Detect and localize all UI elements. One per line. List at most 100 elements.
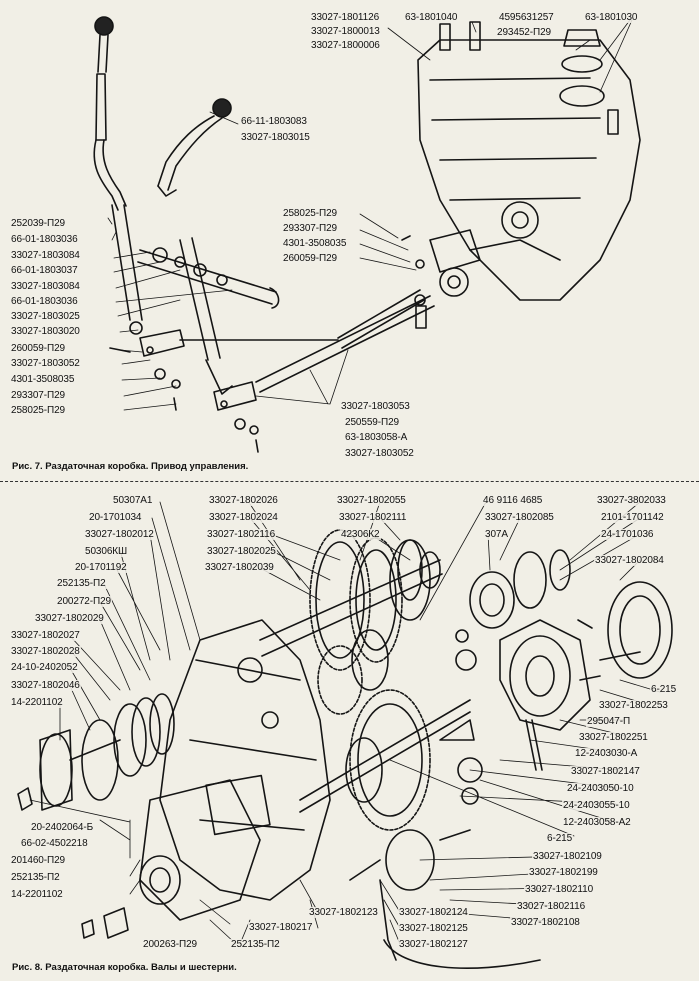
- fig8-label: 252135-П2: [10, 872, 61, 883]
- fig8-label: 46 9116 4685: [482, 495, 544, 506]
- fig8-label: 66-02-4502218: [20, 838, 89, 849]
- fig7-label: 63-1801040: [404, 12, 459, 23]
- fig8-label: 33027-1802029: [34, 613, 105, 624]
- fig8-label: 33027-1802253: [598, 700, 669, 711]
- fig7-label: 33027-1801126: [310, 12, 381, 23]
- fig8-label: 201460-П29: [10, 855, 67, 866]
- fig7-label: 4301-3508035: [10, 374, 76, 385]
- fig8-label: 33027-1802251: [578, 732, 649, 743]
- fig8-label: 33027-1802111: [338, 512, 408, 523]
- fig8-label: 295047-П: [586, 716, 632, 727]
- fig8-label: 24-2403055-10: [562, 800, 631, 811]
- fig8-label: 2101-1701142: [600, 512, 665, 523]
- fig7-label: 33027-1803025: [10, 311, 81, 322]
- fig7-link-rods: [179, 289, 435, 393]
- fig8-label: 33027-1802116: [206, 529, 277, 540]
- fig8-label: 14-2201102: [10, 889, 64, 900]
- fig8-label: 33027-1802147: [570, 766, 641, 777]
- fig7-label: 66-11-1803083: [240, 116, 308, 127]
- fig8-label: 200272-П29: [56, 596, 113, 607]
- fig8-label: 33027-1802055: [336, 495, 407, 506]
- fig8-label: 33027-1802108: [510, 917, 581, 928]
- fig7-clevis-right: [213, 381, 259, 453]
- fig8-label: 33027-1802085: [484, 512, 555, 523]
- fig7-label: 33027-1803052: [344, 448, 415, 459]
- fig8-bearings: [397, 539, 571, 629]
- fig8-label: 33027-1802125: [398, 923, 469, 934]
- fig8-label: 50307А1: [112, 495, 154, 506]
- fig8-countershaft-gears: [299, 629, 471, 831]
- fig7-label: 63-1801030: [584, 12, 639, 23]
- figure-divider: [0, 481, 699, 482]
- fig8-label: 33027-1802024: [208, 512, 279, 523]
- fig8-label: 20-1701192: [74, 562, 128, 573]
- fig7-label: 66-01-1803037: [10, 265, 79, 276]
- fig8-label: 33027-180217: [248, 922, 314, 933]
- fig7-label: 33027-1803053: [340, 401, 411, 412]
- fig8-label: 20-1701034: [88, 512, 143, 523]
- fig8-label: 12-2403030-А: [574, 748, 639, 759]
- fig8-label: 24-1701036: [600, 529, 655, 540]
- fig8-label: 24-10-2402052: [10, 662, 79, 673]
- fig7-label: 252039-П29: [10, 218, 67, 229]
- fig8-label: 33027-1802116: [516, 901, 587, 912]
- fig7-label: 33027-1800006: [310, 40, 381, 51]
- fig8-label: 252135-П2: [56, 578, 107, 589]
- fig7-label: 4595631257: [498, 12, 555, 23]
- fig8-label: 307А: [484, 529, 509, 540]
- fig7-label: 33027-1800013: [310, 26, 381, 37]
- fig7-clevis-left: [109, 329, 185, 411]
- fig7-label: 33027-1803052: [10, 358, 81, 369]
- fig8-label: 33027-1802025: [206, 546, 277, 557]
- fig8-label: 33027-1802110: [524, 884, 595, 895]
- fig7-label: 260059-П29: [282, 253, 339, 264]
- fig7-leader-lines: [107, 19, 633, 411]
- fig7-label: 66-01-1803036: [10, 234, 79, 245]
- figure8-caption: Рис. 8. Раздаточная коробка. Валы и шест…: [12, 962, 237, 973]
- fig8-label: 33027-1802127: [398, 939, 469, 950]
- fig8-gear-cluster-top: [259, 529, 443, 671]
- fig7-label: 250559-П29: [344, 417, 401, 428]
- fig8-main-housing: [159, 619, 331, 901]
- fig8-rear-housing: [81, 779, 261, 939]
- fig7-label: 293452-П29: [496, 27, 553, 38]
- fig7-label: 33027-1803020: [10, 326, 81, 337]
- fig8-label: 20-2402064-Б: [30, 822, 95, 833]
- fig7-label: 4301-3508035: [282, 238, 348, 249]
- fig8-label: 33027-1802124: [398, 907, 469, 918]
- fig8-label: 33027-1802027: [10, 630, 81, 641]
- fig8-differential: [439, 581, 673, 805]
- fig8-label: 12-2403058-А2: [562, 817, 632, 828]
- fig8-label: 33027-1802123: [308, 907, 379, 918]
- fig8-label: 33027-1802084: [594, 555, 665, 566]
- fig7-label: 33027-1803084: [10, 281, 81, 292]
- fig7-label: 66-01-1803036: [10, 296, 79, 307]
- fig8-seal-rings: [113, 693, 175, 777]
- fig8-label: 33027-1802109: [532, 851, 603, 862]
- fig7-label: 293307-П29: [282, 223, 339, 234]
- fig7-label: 293307-П29: [10, 390, 67, 401]
- fig7-label: 260059-П29: [10, 343, 67, 354]
- figure7-caption: Рис. 7. Раздаточная коробка. Привод упра…: [12, 461, 249, 472]
- fig7-label: 258025-П29: [10, 405, 67, 416]
- fig8-label: 14-2201102: [10, 697, 64, 708]
- fig7-label: 63-1803058-А: [344, 432, 409, 443]
- fig8-label: 6-215: [650, 684, 678, 695]
- fig7-pivot-shaft: [137, 247, 280, 309]
- fig8-label: 24-2403050-10: [566, 783, 635, 794]
- fig7-gearbox-housing: [401, 21, 641, 329]
- fig8-label: 42306К2: [340, 529, 381, 540]
- fig8-label: 33027-1802026: [208, 495, 279, 506]
- fig7-shift-lever-left: [93, 16, 143, 335]
- fig7-label: 258025-П29: [282, 208, 339, 219]
- fig8-label: 33027-1802199: [528, 867, 599, 878]
- fig8-label: 252135-П2: [230, 939, 281, 950]
- fig8-label: 6-215: [546, 833, 574, 844]
- fig8-label: 33027-1802012: [84, 529, 155, 540]
- fig8-label: 33027-1802046: [10, 680, 81, 691]
- fig8-label: 200263-П29: [142, 939, 199, 950]
- fig8-label: 33027-1802028: [10, 646, 81, 657]
- fig8-label: 33027-3802033: [596, 495, 667, 506]
